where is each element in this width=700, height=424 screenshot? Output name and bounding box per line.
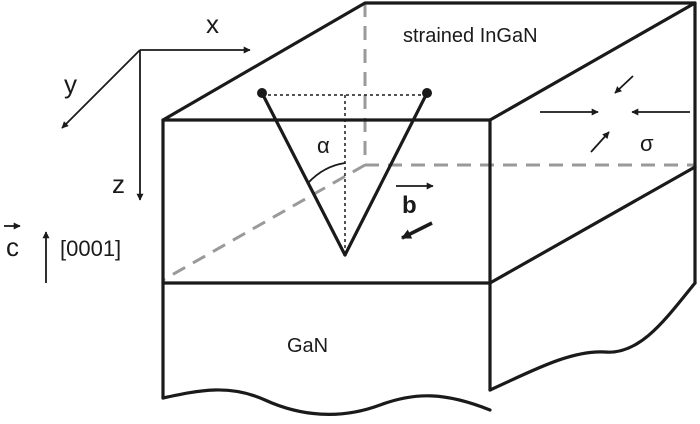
- v-pit-right-vertex: [422, 88, 432, 98]
- v-pit-left-vertex: [257, 88, 267, 98]
- angle-arc: [307, 162, 346, 184]
- coordinate-axes: x y z: [61, 9, 251, 201]
- top-layer-label: strained InGaN: [403, 25, 538, 47]
- burgers-vector: b: [396, 182, 434, 240]
- side-wavy-bottom: [488, 281, 697, 392]
- burgers-label: b: [402, 192, 417, 219]
- stress-arrow-top: [614, 75, 634, 94]
- hidden-edges: [162, 3, 695, 282]
- stress-label: σ: [640, 131, 654, 156]
- v-pit: α: [257, 88, 432, 257]
- burgers-arrow: [401, 221, 433, 240]
- direction-label: [0001]: [60, 236, 121, 261]
- y-axis-arrow: [61, 49, 141, 129]
- stress-indicator: σ: [540, 75, 690, 156]
- z-axis-label: z: [112, 169, 125, 199]
- crystal-block: [161, 1, 697, 416]
- v-pit-left-wall: [260, 91, 347, 257]
- y-axis-label: y: [64, 69, 77, 99]
- v-pit-right-wall: [343, 91, 429, 257]
- stress-arrow-bottom: [590, 131, 610, 153]
- c-axis-indicator: c [0001]: [4, 222, 121, 283]
- top-face-edge: [161, 1, 697, 122]
- angle-label: α: [317, 133, 330, 158]
- x-axis-label: x: [206, 9, 219, 39]
- bottom-layer-label: GaN: [287, 335, 328, 357]
- c-vector-label: c: [6, 232, 19, 262]
- hidden-diagonal-edge: [162, 163, 366, 282]
- front-wavy-bottom: [161, 388, 492, 416]
- interface-side-edge: [488, 165, 697, 285]
